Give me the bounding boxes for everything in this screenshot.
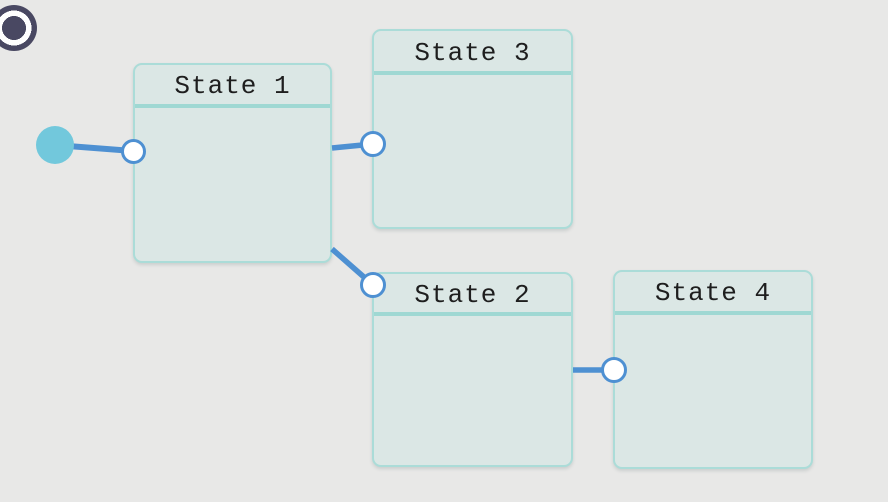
state-title: State 4	[654, 278, 772, 308]
connection-port-state1-left[interactable]	[120, 138, 146, 164]
state-node-state-1[interactable]: State 1	[133, 63, 332, 263]
state-node-state-4[interactable]: State 4	[613, 270, 813, 469]
record-circle-icon[interactable]	[0, 5, 37, 51]
state-title: State 1	[174, 71, 291, 101]
state-title: State 2	[414, 279, 531, 310]
state-header[interactable]: State 1	[135, 65, 330, 108]
state-title: State 3	[414, 37, 531, 68]
state-node-state-3[interactable]: State 3	[372, 29, 573, 229]
start-point-node[interactable]	[36, 126, 74, 164]
state-header[interactable]: State 4	[615, 272, 811, 315]
connection-port-state4-left[interactable]	[601, 357, 627, 383]
state-node-state-2[interactable]: State 2	[372, 272, 573, 467]
connection-port-state3-left[interactable]	[360, 131, 386, 157]
connection-port-state2-topleft[interactable]	[360, 272, 386, 298]
state-header[interactable]: State 3	[374, 31, 571, 75]
state-header[interactable]: State 2	[374, 274, 571, 316]
